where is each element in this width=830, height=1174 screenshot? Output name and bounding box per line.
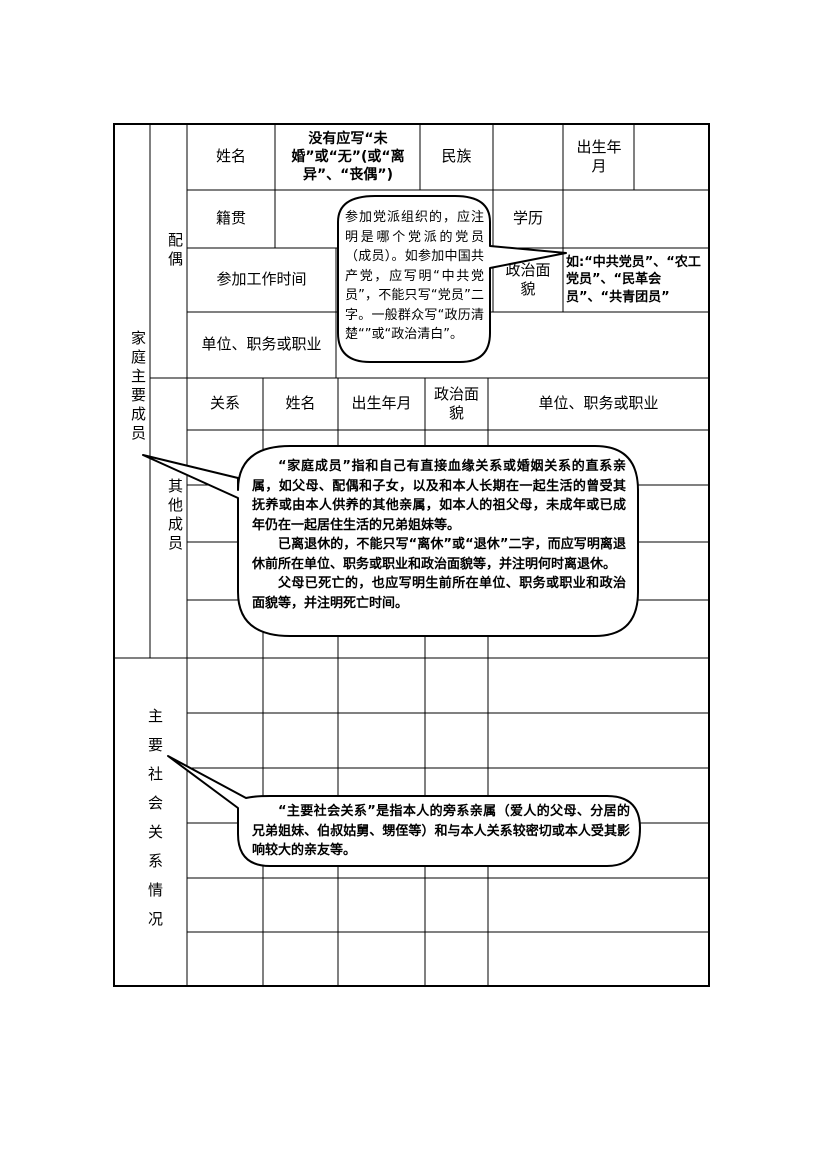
family-callout-bubble: [142, 445, 639, 637]
header-political: 政治面貌: [433, 384, 479, 423]
ethnicity-label: 民族: [441, 147, 472, 166]
header-relation: 关系: [209, 394, 240, 413]
birth-date-label: 出生年月: [576, 137, 622, 176]
education-label: 学历: [512, 209, 543, 228]
family-members-label: 家庭主要成员: [129, 330, 147, 444]
political-status-example: 如:“中共党员”、“农工党员”、“民革会员”、“共青团员”: [566, 254, 701, 305]
header-unit: 单位、职务或职业: [538, 394, 659, 413]
other-members-label: 其他成员: [166, 478, 184, 554]
social-callout-bubble: [167, 755, 641, 867]
family-callout-paragraph-3: 父母已死亡的，也应写明生前所在单位、职务或职业和政治面貌等，并注明死亡时间。: [252, 576, 626, 611]
family-callout-paragraph-1: “家庭成员”指和自己有直接血缘关系或婚姻关系的直系亲属，如父母、配偶和子女，以及…: [252, 459, 626, 533]
work-start-time-label: 参加工作时间: [216, 270, 307, 289]
party-callout-text: 参加党派组织的，应注明是哪个党派的党员（成员）。如参加中国共产党，应写明“中共党…: [345, 210, 484, 342]
party-callout-bubble: [337, 195, 567, 363]
header-birth: 出生年月: [351, 394, 412, 413]
spouse-label: 配偶: [166, 232, 184, 270]
header-name: 姓名: [285, 394, 316, 413]
political-status-label: 政治面貌: [505, 260, 551, 299]
family-callout-paragraph-2: 已离退休的，不能只写“离休”或“退休”二字，而应写明离退休前所在单位、职务或职业…: [252, 537, 626, 572]
family-callout-text: “家庭成员”指和自己有直接血缘关系或婚姻关系的直系亲属，如父母、配偶和子女，以及…: [252, 457, 626, 613]
native-place-label: 籍贯: [215, 209, 246, 228]
unit-position-label: 单位、职务或职业: [201, 335, 322, 354]
spouse-name-label: 姓名: [215, 147, 246, 166]
spouse-name-note: 没有应写“未婚”或“无”(或“离异”、“丧偶”): [291, 130, 405, 184]
social-relations-label: 主要社会关系情况: [146, 708, 164, 940]
social-callout-text: “主要社会关系”是指本人的旁系亲属（爱人的父母、分居的兄弟姐妹、伯叔姑舅、甥侄等…: [252, 804, 630, 858]
